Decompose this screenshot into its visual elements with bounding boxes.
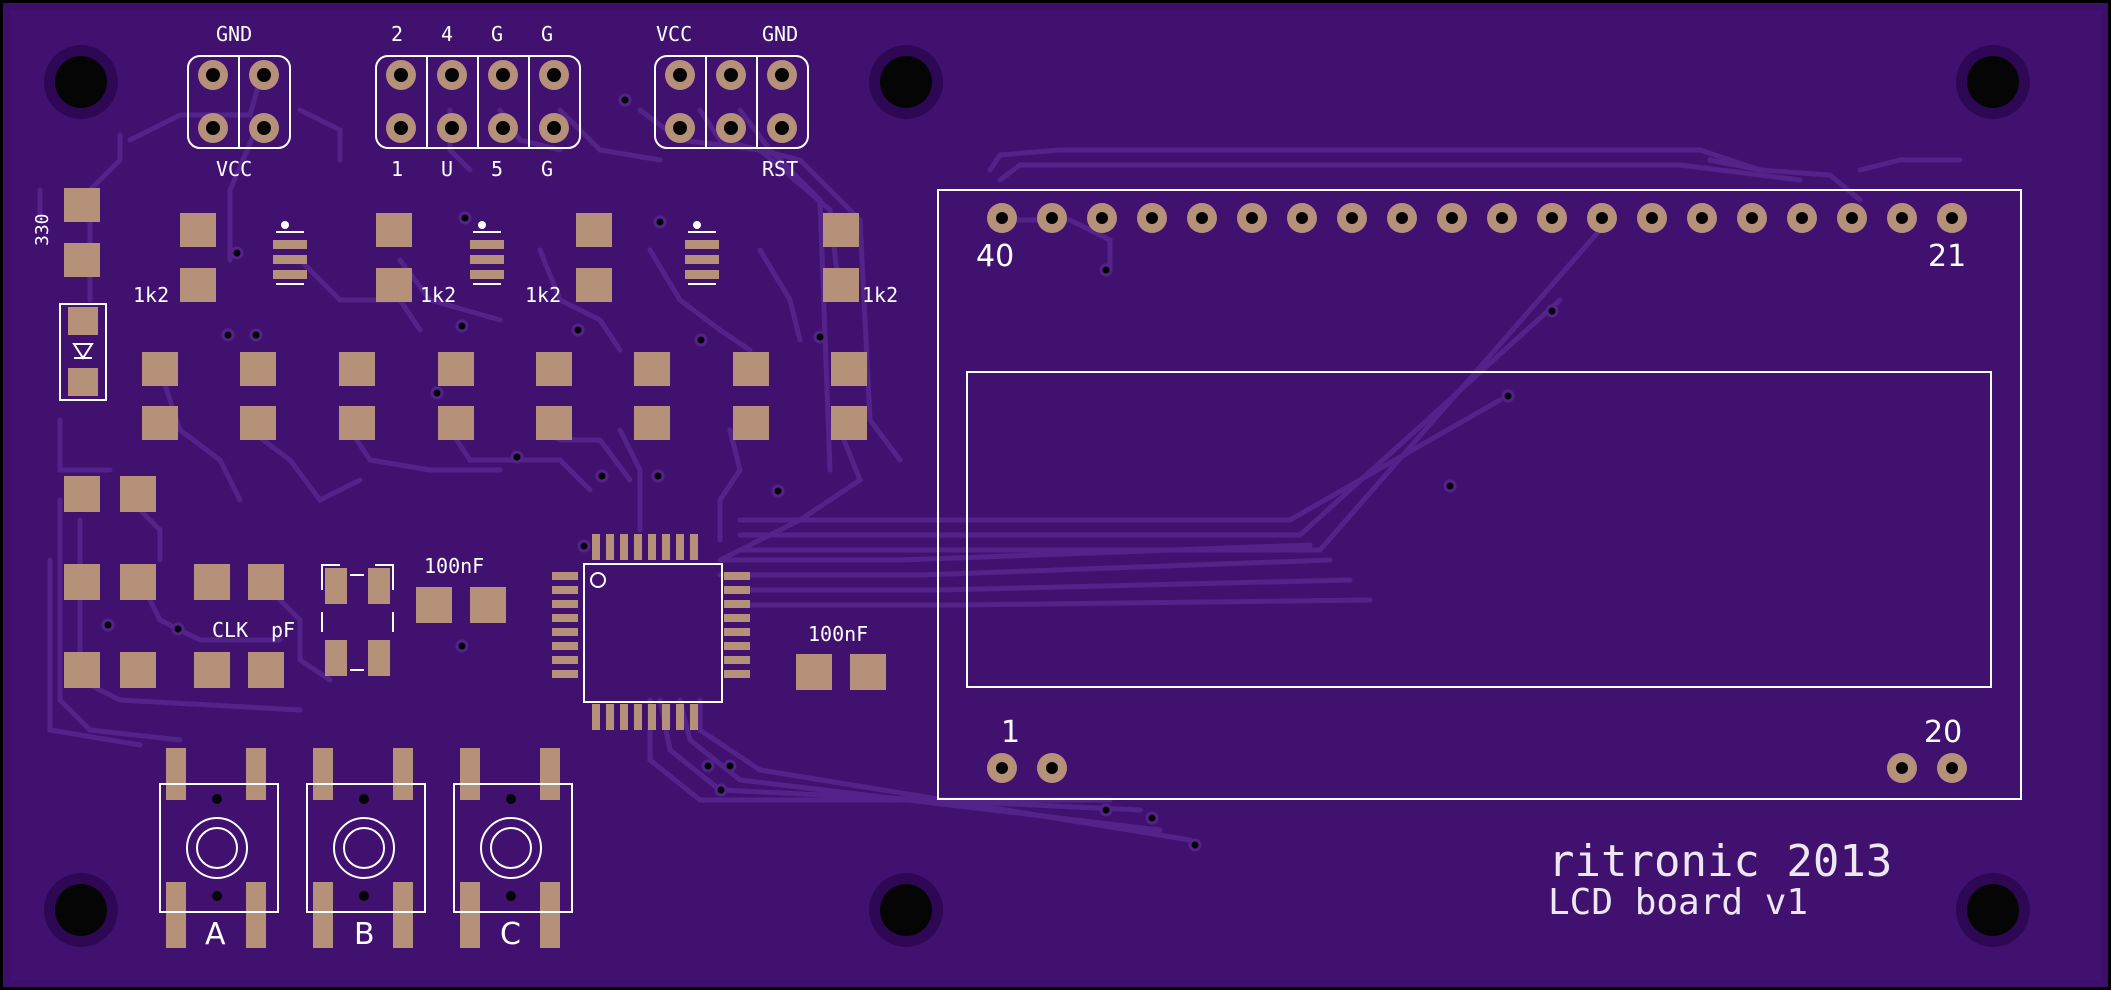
brand-line-2: LCD board v1 <box>1548 882 1808 923</box>
button-a-label: A <box>205 917 226 952</box>
copper-traces <box>37 77 1963 843</box>
led-outline <box>59 303 107 401</box>
copper-pour <box>10 10 2101 980</box>
lcd-pins-top <box>987 203 1967 233</box>
lcd-pin40-label: 40 <box>976 239 1014 274</box>
io-bottom-2: U <box>441 157 453 181</box>
lcd-pin1-label: 1 <box>1001 715 1020 750</box>
io-top-2: 4 <box>441 22 453 46</box>
r1k2-label-a: 1k2 <box>133 283 169 307</box>
vias <box>101 93 1559 852</box>
header-vcc-label: VCC <box>216 157 252 181</box>
r1k2-label-c: 1k2 <box>525 283 561 307</box>
io-top-1: 2 <box>391 22 403 46</box>
button-b-label: B <box>354 917 375 952</box>
lcd-outline <box>937 189 2022 800</box>
mcu-chip <box>552 534 750 730</box>
r1k2-label-d: 1k2 <box>862 283 898 307</box>
r330-label: 330 <box>32 213 53 246</box>
io-top-4: G <box>541 22 553 46</box>
pushbuttons <box>159 748 573 948</box>
prog-gnd-label: GND <box>762 22 798 46</box>
brand-line-1: ritronic 2013 <box>1548 836 1892 887</box>
io-bottom-1: 1 <box>391 157 403 181</box>
clk-label: CLK <box>212 618 248 642</box>
io-top-3: G <box>491 22 503 46</box>
button-c-label: C <box>500 917 521 952</box>
r1k2-label-b: 1k2 <box>420 283 456 307</box>
lcd-pin21-label: 21 <box>1928 239 1966 274</box>
header-pins <box>198 60 797 143</box>
lcd-pins-bottom <box>987 753 1967 783</box>
prog-rst-label: RST <box>762 157 798 181</box>
lcd-pin20-label: 20 <box>1924 715 1962 750</box>
header-gnd-label: GND <box>216 22 252 46</box>
io-bottom-4: G <box>541 157 553 181</box>
crystal-outline <box>321 564 394 671</box>
sot23-transistors <box>273 221 719 285</box>
io-bottom-3: 5 <box>491 157 503 181</box>
smd-pads <box>64 188 886 690</box>
cap-100nf-label-2: 100nF <box>808 622 868 646</box>
header-outlines <box>187 55 809 149</box>
pf-label: pF <box>271 618 295 642</box>
prog-vcc-label: VCC <box>656 22 692 46</box>
cap-100nf-label-1: 100nF <box>424 554 484 578</box>
mounting-holes <box>44 45 2030 947</box>
